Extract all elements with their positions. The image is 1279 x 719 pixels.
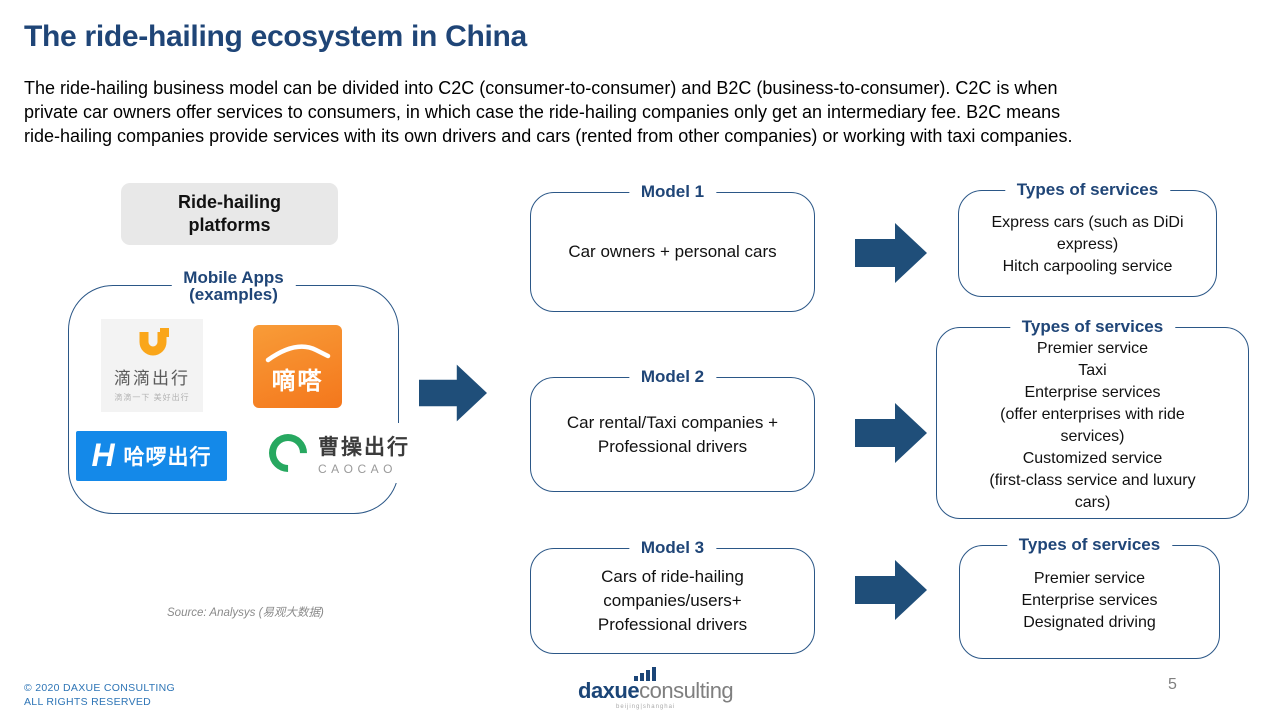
caocao-app-logo: 曹操出行 CAOCAO [237,423,442,483]
didi-logo-text: 滴滴出行 [114,369,190,388]
caocao-logo-subtext: CAOCAO [318,461,398,476]
mobile-apps-legend: Mobile Apps (examples) [171,269,296,303]
services-2-box: Types of services Premier service Taxi E… [936,317,1249,519]
flow-arrow-platforms-icon [419,364,487,422]
services-1-body: Express cars (such as DiDi express) Hitc… [991,214,1184,275]
services-2-body: Premier service Taxi Enterprise services… [989,340,1196,511]
model-3-box: Model 3 Cars of ride-hailing companies/u… [530,538,815,654]
model-1-body: Car owners + personal cars [568,242,777,261]
model-1-title: Model 1 [628,182,717,202]
services-3-body: Premier service Enterprise services Desi… [1021,570,1158,631]
flow-arrow-model3-icon [855,560,927,620]
copyright-line1: © 2020 DAXUE CONSULTING [24,682,175,694]
page-title: The ride-hailing ecosystem in China [24,20,527,53]
services-1-title: Types of services [1004,180,1171,200]
logo-text-consulting: consulting [639,678,734,703]
dida-roofline-icon [265,343,330,362]
ride-hailing-platforms-label: Ride-hailing platforms [121,183,338,245]
didi-app-logo: 滴滴出行 滴滴一下 美好出行 [101,319,203,412]
model-2-box: Model 2 Car rental/Taxi companies + Prof… [530,367,815,492]
model-1-box: Model 1 Car owners + personal cars [530,182,815,312]
services-2-title: Types of services [1009,317,1176,337]
logo-text-daxue: daxue [578,678,640,703]
caocao-logo-text: 曹操出行 [318,435,410,459]
didi-logo-icon [139,328,169,356]
services-1-box: Types of services Express cars (such as … [958,180,1217,297]
page-number: 5 [1168,676,1177,693]
dida-logo-text: 嘀嗒 [271,367,324,395]
copyright-notice: © 2020 DAXUE CONSULTING ALL RIGHTS RESER… [24,681,175,709]
model-3-body: Cars of ride-hailing companies/users+ Pr… [597,567,748,634]
flow-arrow-model2-icon [855,403,927,463]
hello-app-logo: H 哈啰出行 [76,431,227,481]
source-note: Source: Analysys (易观大数据) [167,607,324,619]
dida-app-logo: 嘀嗒 [253,325,342,408]
didi-logo-tagline: 滴滴一下 美好出行 [114,393,190,402]
mobile-apps-group: Mobile Apps (examples) 滴滴出行 滴滴一下 美好出行 嘀嗒… [68,269,442,514]
bar-chart-icon [634,667,656,681]
flow-arrow-model1-icon [855,223,927,283]
daxue-consulting-logo: daxue consulting beijing|shanghai [578,667,734,710]
model-2-title: Model 2 [628,367,717,387]
copyright-line2: ALL RIGHTS RESERVED [24,696,152,708]
services-3-title: Types of services [1006,535,1173,555]
intro-paragraph: The ride-hailing business model can be d… [24,78,1073,146]
hello-logo-text: 哈啰出行 [123,446,212,469]
logo-tagline: beijing|shanghai [616,704,676,710]
caocao-c-icon [261,426,315,480]
model-2-body: Car rental/Taxi companies + Professional… [566,412,779,456]
services-3-box: Types of services Premier service Enterp… [959,535,1220,659]
hello-logo-h-icon: H [91,436,115,473]
model-3-title: Model 3 [628,538,717,558]
